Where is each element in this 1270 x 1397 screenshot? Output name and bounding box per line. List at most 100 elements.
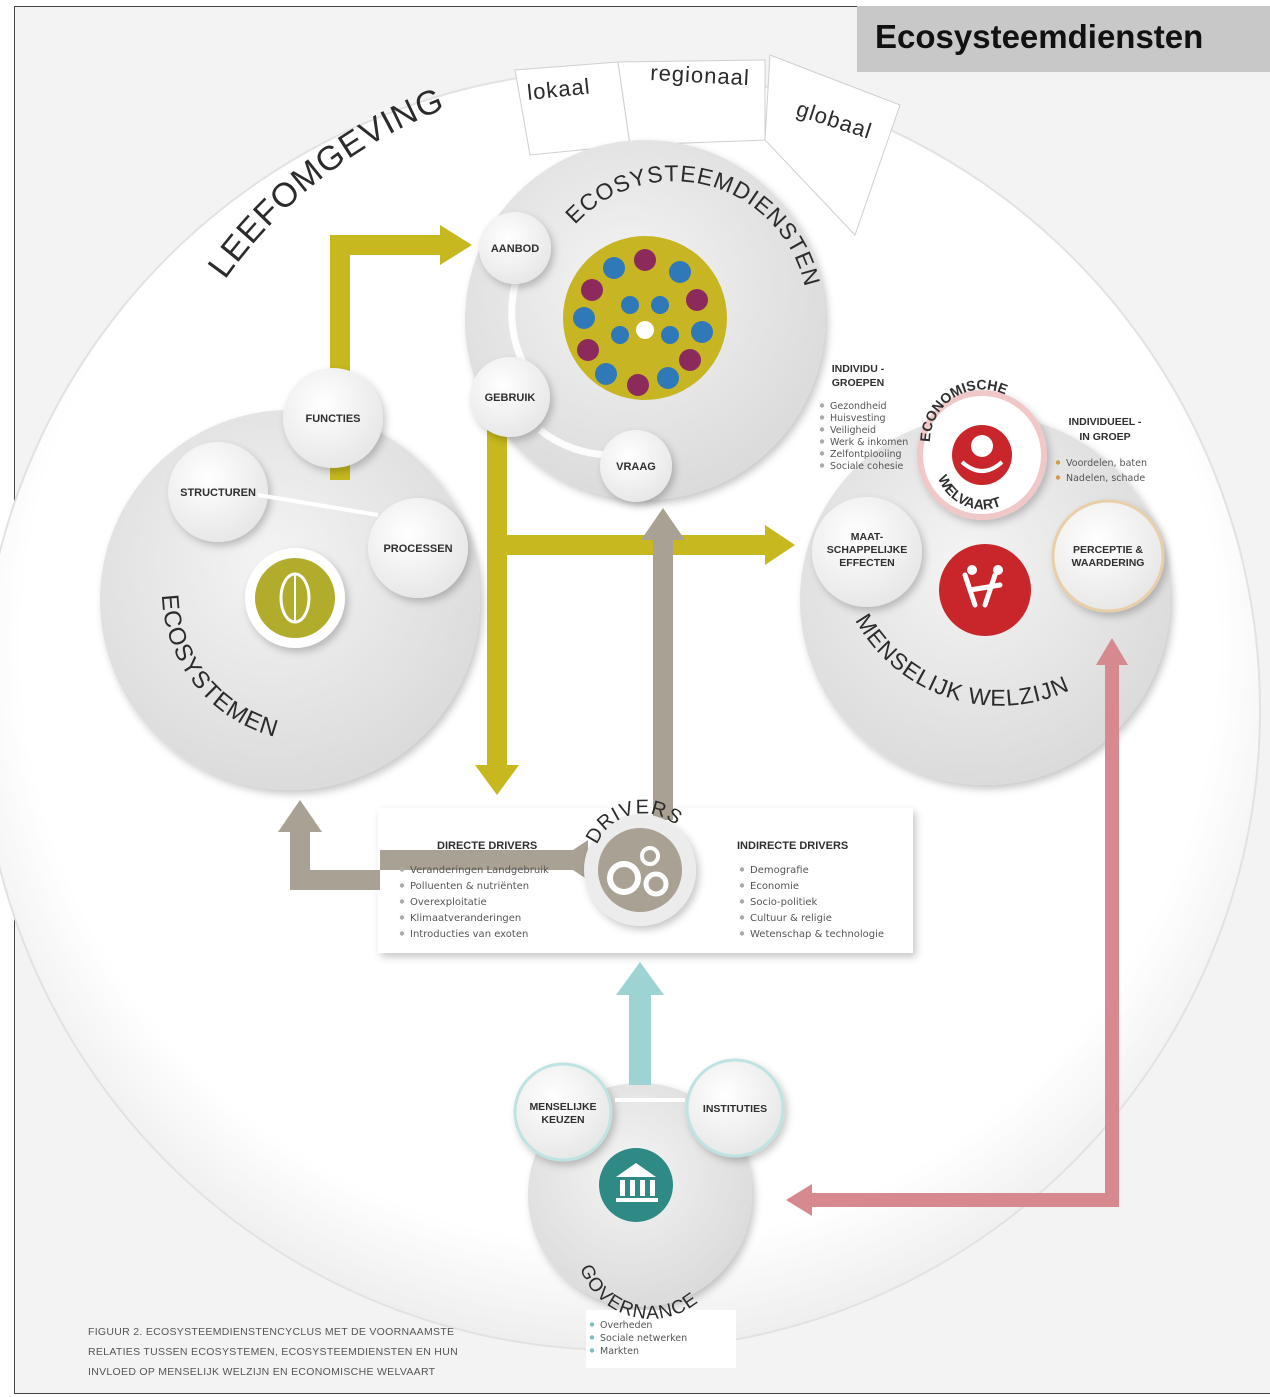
list-bullet [399, 883, 405, 888]
list-bullet [739, 899, 745, 904]
list-item: Werk & inkomen [830, 437, 908, 448]
structuren-processen-link [257, 493, 379, 517]
list-bullet [399, 899, 405, 904]
list-bullet [819, 427, 825, 432]
direct-drivers-title: DIRECTE DRIVERS [437, 840, 537, 852]
individu-title-2: GROEPEN [832, 377, 885, 389]
list-bullet [589, 1348, 595, 1353]
list-item: Veiligheid [830, 425, 876, 436]
arrow-head-ecosystemen [278, 800, 322, 832]
scale-tabs [514, 54, 901, 236]
list-bullet [589, 1322, 595, 1327]
list-bullet [739, 915, 745, 920]
governance-building-icon [599, 1148, 673, 1222]
service-icon [627, 374, 649, 396]
list-bullet [819, 403, 825, 408]
individueel-title-1: INDIVIDUEEL - [1069, 416, 1142, 428]
ecosystem-leaf-icon [245, 548, 345, 648]
service-icon [679, 349, 701, 371]
list-bullet [739, 883, 745, 888]
page-title: Ecosysteemdiensten [875, 18, 1204, 55]
list-item: Economie [750, 881, 799, 892]
list-item: Cultuur & religie [750, 913, 832, 924]
arrow-head-aanbod [440, 225, 472, 265]
list-item: Overexploitatie [410, 897, 487, 908]
caption-line-2: RELATIES TUSSEN ECOSYSTEMEN, ECOSYSTEEMD… [88, 1346, 458, 1358]
svg-text:SCHAPPELIJKE: SCHAPPELIJKE [827, 544, 908, 556]
node-structuren[interactable]: STRUCTUREN [168, 442, 268, 542]
node-functies[interactable]: FUNCTIES [283, 368, 383, 468]
service-icon [669, 261, 691, 283]
service-icon [657, 367, 679, 389]
list-item: Introducties van exoten [410, 929, 528, 940]
list-item: Wetenschap & technologie [750, 929, 884, 940]
service-icon [603, 257, 625, 279]
list-item: Markten [600, 1346, 639, 1357]
svg-text:GEBRUIK: GEBRUIK [485, 392, 536, 404]
svg-text:FUNCTIES: FUNCTIES [306, 413, 361, 425]
svg-text:VRAAG: VRAAG [616, 461, 656, 473]
list-item: Socio-politiek [750, 897, 818, 908]
list-item: Veranderingen Landgebruik [410, 865, 549, 876]
list-item: Voordelen, baten [1066, 458, 1147, 469]
node-maatschappelijke-effecten[interactable]: MAAT- SCHAPPELIJKE EFFECTEN [812, 497, 922, 607]
list-bullet [1055, 460, 1061, 465]
list-bullet [739, 931, 745, 936]
node-processen[interactable]: PROCESSEN [368, 498, 468, 598]
node-menselijke-keuzen[interactable]: MENSELIJKE KEUZEN [513, 1062, 613, 1162]
list-item: Sociale netwerken [600, 1333, 687, 1344]
svg-text:EFFECTEN: EFFECTEN [839, 557, 894, 569]
indirect-drivers-title: INDIRECTE DRIVERS [737, 840, 848, 852]
governance-list-box [586, 1310, 736, 1368]
taupe-flow-arrows [290, 535, 673, 890]
list-item: Nadelen, schade [1066, 473, 1145, 484]
service-icon [573, 307, 595, 329]
service-icon [621, 296, 639, 314]
caption-line-1: FIGUUR 2. ECOSYSTEEMDIENSTENCYCLUS MET D… [88, 1326, 454, 1338]
service-icon [636, 321, 654, 339]
indirect-drivers-list: DemografieEconomieSocio-politiekCultuur … [739, 865, 884, 940]
list-bullet [819, 439, 825, 444]
svg-text:PERCEPTIE &: PERCEPTIE & [1073, 544, 1143, 556]
list-bullet [399, 915, 405, 920]
service-icon [581, 279, 603, 301]
list-item: Polluenten & nutriënten [410, 881, 529, 892]
node-gebruik[interactable]: GEBRUIK [470, 357, 550, 437]
node-instituties[interactable]: INSTITUTIES [685, 1058, 785, 1158]
list-bullet [819, 463, 825, 468]
list-item: Huisvesting [830, 413, 886, 424]
svg-text:PROCESSEN: PROCESSEN [383, 543, 452, 555]
economische-welvaart-badge [917, 390, 1047, 520]
list-bullet [819, 451, 825, 456]
list-item: Gezondheid [830, 401, 887, 412]
service-icon [686, 289, 708, 311]
list-item: Klimaatveranderingen [410, 913, 521, 924]
title-bar: Ecosysteemdiensten [857, 6, 1270, 72]
service-icon [611, 326, 629, 344]
svg-text:INSTITUTIES: INSTITUTIES [703, 1103, 767, 1115]
node-perceptie-waardering[interactable]: PERCEPTIE & WAARDERING [1051, 499, 1165, 613]
list-bullet [739, 867, 745, 872]
arrow-head-vraag [641, 508, 685, 540]
list-bullet [589, 1335, 595, 1340]
list-bullet [399, 867, 405, 872]
service-icon [661, 326, 679, 344]
list-item: Zelfontplooiing [830, 449, 902, 460]
arrow-head-welzijn [765, 525, 795, 565]
node-aanbod[interactable]: AANBOD [479, 212, 551, 284]
service-icon [577, 339, 599, 361]
svg-text:WAARDERING: WAARDERING [1072, 557, 1145, 569]
service-icon [595, 363, 617, 385]
arrow-head-drivers [475, 765, 519, 795]
list-bullet [819, 415, 825, 420]
svg-text:KEUZEN: KEUZEN [541, 1114, 584, 1126]
list-bullet [399, 931, 405, 936]
node-vraag[interactable]: VRAAG [600, 430, 672, 502]
svg-text:AANBOD: AANBOD [491, 243, 539, 255]
list-item: Demografie [750, 865, 809, 876]
list-item: Sociale cohesie [830, 461, 904, 472]
